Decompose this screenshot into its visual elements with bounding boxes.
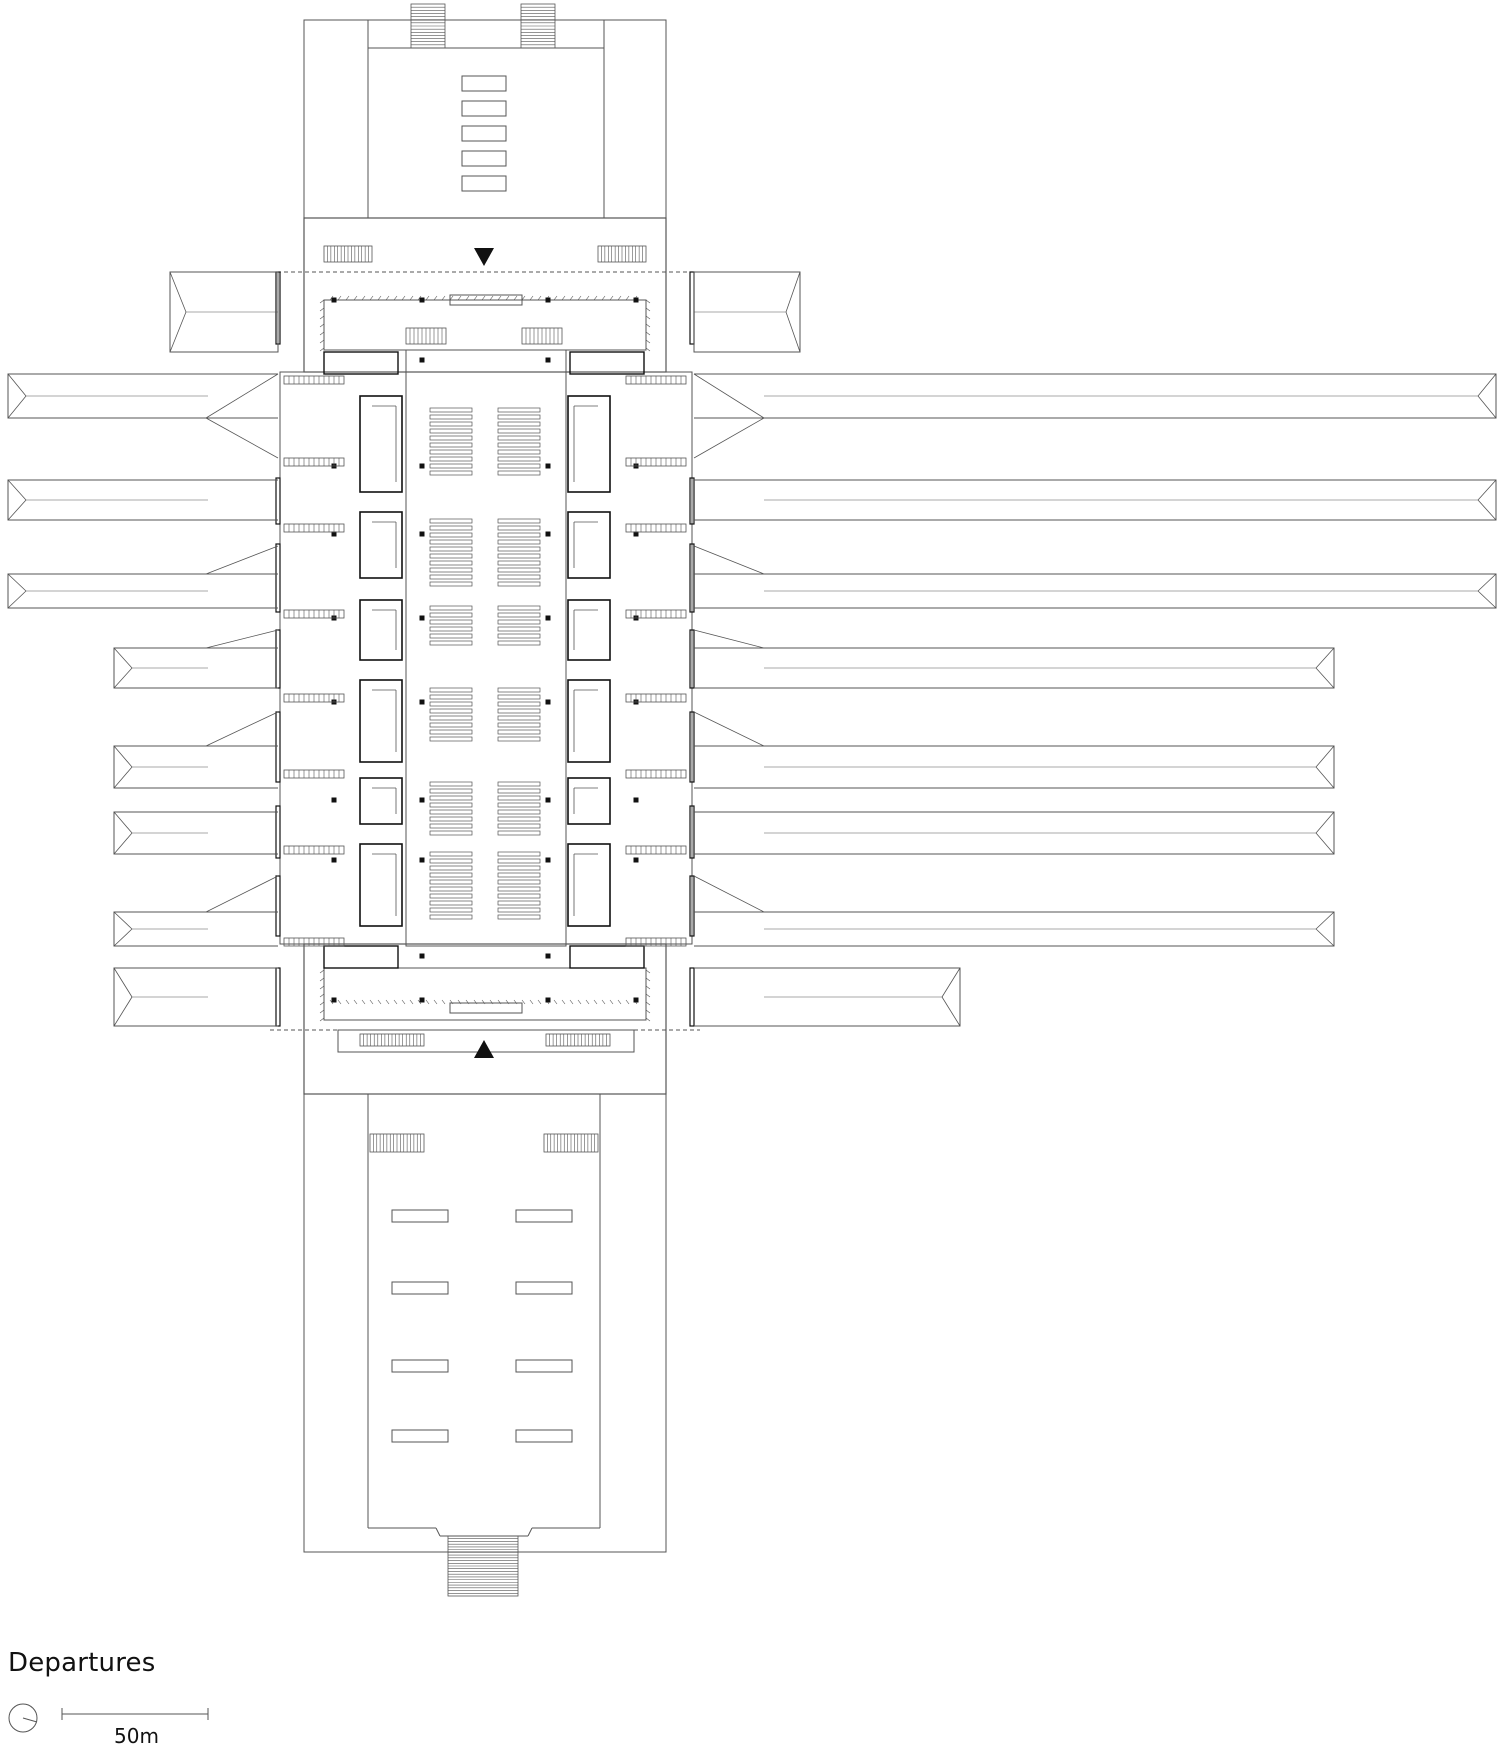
facade-wall-east bbox=[689, 805, 695, 859]
column bbox=[545, 857, 551, 863]
column bbox=[419, 531, 425, 537]
gate-west-2 bbox=[7, 479, 278, 521]
gate-west-4 bbox=[113, 647, 278, 689]
column bbox=[545, 357, 551, 363]
gate-east-1 bbox=[694, 373, 1497, 419]
facade-wall-east bbox=[689, 271, 695, 345]
service-room bbox=[569, 945, 645, 969]
gate-west-1 bbox=[7, 373, 278, 419]
facade-wall-west bbox=[275, 805, 281, 859]
facade-wall-west bbox=[275, 629, 281, 689]
gate-east-3 bbox=[694, 573, 1497, 609]
service-room bbox=[323, 945, 399, 969]
column bbox=[545, 615, 551, 621]
column bbox=[545, 297, 551, 303]
core-right bbox=[567, 395, 611, 493]
facade-wall-west bbox=[275, 477, 281, 525]
triangle-up-icon bbox=[474, 1040, 494, 1058]
facade-wall-west bbox=[275, 543, 281, 613]
gate-east-4 bbox=[694, 647, 1335, 689]
gate-west-5 bbox=[113, 745, 278, 789]
column bbox=[545, 699, 551, 705]
column bbox=[545, 797, 551, 803]
column bbox=[545, 531, 551, 537]
column bbox=[419, 953, 425, 959]
core-left bbox=[359, 843, 403, 927]
core-right bbox=[567, 843, 611, 927]
facade-wall-east bbox=[689, 629, 695, 689]
facade-wall-east bbox=[689, 875, 695, 937]
core-left bbox=[359, 679, 403, 763]
core-right bbox=[567, 679, 611, 763]
column bbox=[331, 857, 337, 863]
core-left bbox=[359, 599, 403, 661]
column bbox=[419, 797, 425, 803]
column bbox=[419, 297, 425, 303]
south-forecourt bbox=[303, 1093, 667, 1553]
gate-east-8 bbox=[694, 967, 961, 1027]
gate-west-6 bbox=[113, 811, 278, 855]
core-left bbox=[359, 395, 403, 493]
page-title: Departures bbox=[8, 1648, 156, 1678]
facade-wall-east bbox=[689, 711, 695, 783]
gate-west-7 bbox=[113, 911, 278, 947]
triangle-down-icon bbox=[474, 248, 494, 266]
core-left bbox=[359, 511, 403, 579]
column bbox=[419, 615, 425, 621]
column bbox=[419, 857, 425, 863]
column bbox=[331, 531, 337, 537]
facade-wall-west bbox=[275, 875, 281, 937]
core-right bbox=[567, 777, 611, 825]
gate-east-2 bbox=[694, 479, 1497, 521]
facade-wall-east bbox=[689, 477, 695, 525]
gate-east-5 bbox=[694, 745, 1335, 789]
column bbox=[419, 463, 425, 469]
core-right bbox=[567, 599, 611, 661]
column bbox=[419, 357, 425, 363]
service-room bbox=[569, 351, 645, 375]
facade-wall-west bbox=[275, 711, 281, 783]
service-room bbox=[323, 351, 399, 375]
facade-wall-east bbox=[689, 543, 695, 613]
column bbox=[331, 797, 337, 803]
core-left bbox=[359, 777, 403, 825]
column bbox=[419, 699, 425, 705]
facade-wall-east bbox=[689, 967, 695, 1027]
column bbox=[545, 997, 551, 1003]
column bbox=[545, 953, 551, 959]
column bbox=[331, 997, 337, 1003]
scale-bar-label: 50m bbox=[114, 1724, 159, 1748]
column bbox=[419, 997, 425, 1003]
facade-wall-west bbox=[275, 967, 281, 1027]
gate-east-6 bbox=[694, 811, 1335, 855]
gate-west-8 bbox=[113, 967, 278, 1027]
column bbox=[633, 997, 639, 1003]
column bbox=[633, 857, 639, 863]
north-forecourt bbox=[303, 19, 667, 219]
gate-east-7 bbox=[694, 911, 1335, 947]
column bbox=[331, 297, 337, 303]
core-right bbox=[567, 511, 611, 579]
column bbox=[545, 463, 551, 469]
gate-west-3 bbox=[7, 573, 278, 609]
column bbox=[633, 531, 639, 537]
column bbox=[633, 797, 639, 803]
column bbox=[633, 297, 639, 303]
